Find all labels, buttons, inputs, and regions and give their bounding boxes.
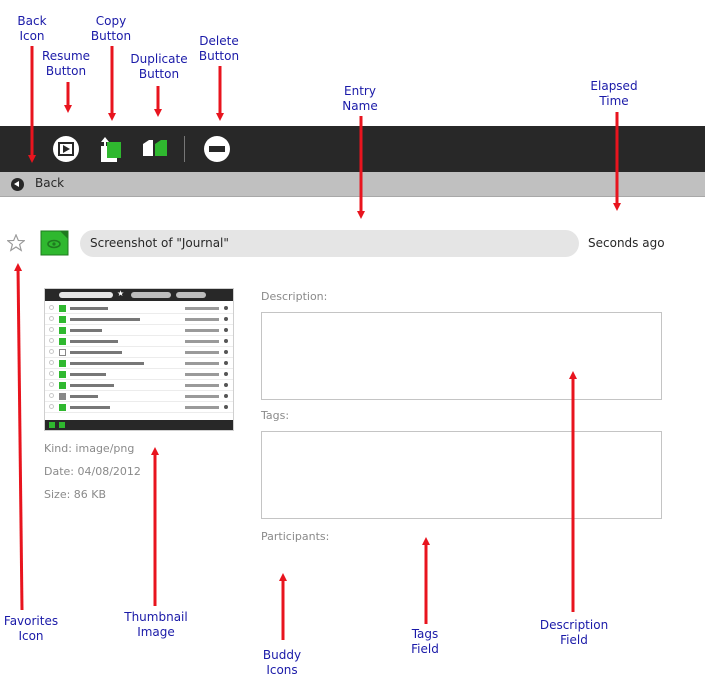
delete-button[interactable] bbox=[200, 126, 234, 172]
entry-name-field[interactable]: Screenshot of "Journal" bbox=[80, 230, 579, 257]
thumbnail-row bbox=[45, 314, 233, 325]
callout-copy-button: Copy Button bbox=[90, 14, 132, 43]
thumbnail-row bbox=[45, 369, 233, 380]
thumbnail-star-icon: ★ bbox=[117, 289, 125, 298]
back-label[interactable]: Back bbox=[35, 176, 65, 190]
entry-header: Screenshot of "Journal" Seconds ago bbox=[0, 226, 705, 260]
play-icon bbox=[53, 136, 79, 162]
tags-field[interactable] bbox=[261, 431, 662, 519]
arrow-favorites-icon bbox=[14, 263, 24, 611]
callout-description-field: Description Field bbox=[539, 618, 609, 647]
callout-thumbnail-image: Thumbnail Image bbox=[124, 610, 188, 639]
callout-delete-button: Delete Button bbox=[198, 34, 240, 63]
size-text: Size: 86 KB bbox=[44, 488, 107, 501]
description-field[interactable] bbox=[261, 312, 662, 400]
date-text: Date: 04/08/2012 bbox=[44, 465, 141, 478]
participants-label: Participants: bbox=[261, 530, 330, 543]
thumbnail-image: ★ bbox=[44, 288, 234, 431]
tags-label: Tags: bbox=[261, 409, 290, 422]
copy-upload-icon bbox=[101, 137, 121, 162]
activity-toolbar bbox=[0, 126, 705, 172]
callout-buddy-icons: Buddy Icons bbox=[262, 648, 302, 677]
copy-button[interactable] bbox=[94, 126, 126, 172]
duplicate-icon bbox=[143, 140, 167, 156]
callout-tags-field: Tags Field bbox=[411, 627, 439, 656]
callout-favorites-icon: Favorites Icon bbox=[3, 614, 59, 643]
callout-resume-button: Resume Button bbox=[41, 49, 91, 78]
delete-minus-icon bbox=[204, 136, 230, 162]
star-outline-icon[interactable] bbox=[7, 234, 25, 252]
description-label: Description: bbox=[261, 290, 328, 303]
journal-green-icon[interactable] bbox=[40, 230, 69, 256]
thumbnail-row bbox=[45, 336, 233, 347]
duplicate-button[interactable] bbox=[137, 126, 171, 172]
callout-duplicate-button: Duplicate Button bbox=[130, 52, 188, 81]
thumbnail-row bbox=[45, 347, 233, 358]
back-arrow-icon[interactable] bbox=[11, 178, 24, 191]
thumbnail-row bbox=[45, 402, 233, 413]
resume-button[interactable] bbox=[48, 126, 84, 172]
thumbnail-search bbox=[59, 292, 113, 298]
thumbnail-row bbox=[45, 303, 233, 314]
thumbnail-footer bbox=[45, 420, 233, 430]
thumbnail-filter bbox=[131, 292, 171, 298]
thumbnail-filter bbox=[176, 292, 206, 298]
thumbnail-row bbox=[45, 358, 233, 369]
thumbnail-row bbox=[45, 325, 233, 336]
thumbnail-row bbox=[45, 391, 233, 402]
kind-text: Kind: image/png bbox=[44, 442, 135, 455]
buddy-icons-area bbox=[261, 548, 461, 572]
callout-elapsed-time: Elapsed Time bbox=[590, 79, 638, 108]
callout-entry-name: Entry Name bbox=[342, 84, 378, 113]
callout-back-icon: Back Icon bbox=[17, 14, 47, 43]
thumbnail-row bbox=[45, 380, 233, 391]
back-bar[interactable]: Back bbox=[0, 172, 705, 197]
elapsed-time: Seconds ago bbox=[588, 236, 665, 250]
toolbar-separator bbox=[184, 136, 185, 162]
